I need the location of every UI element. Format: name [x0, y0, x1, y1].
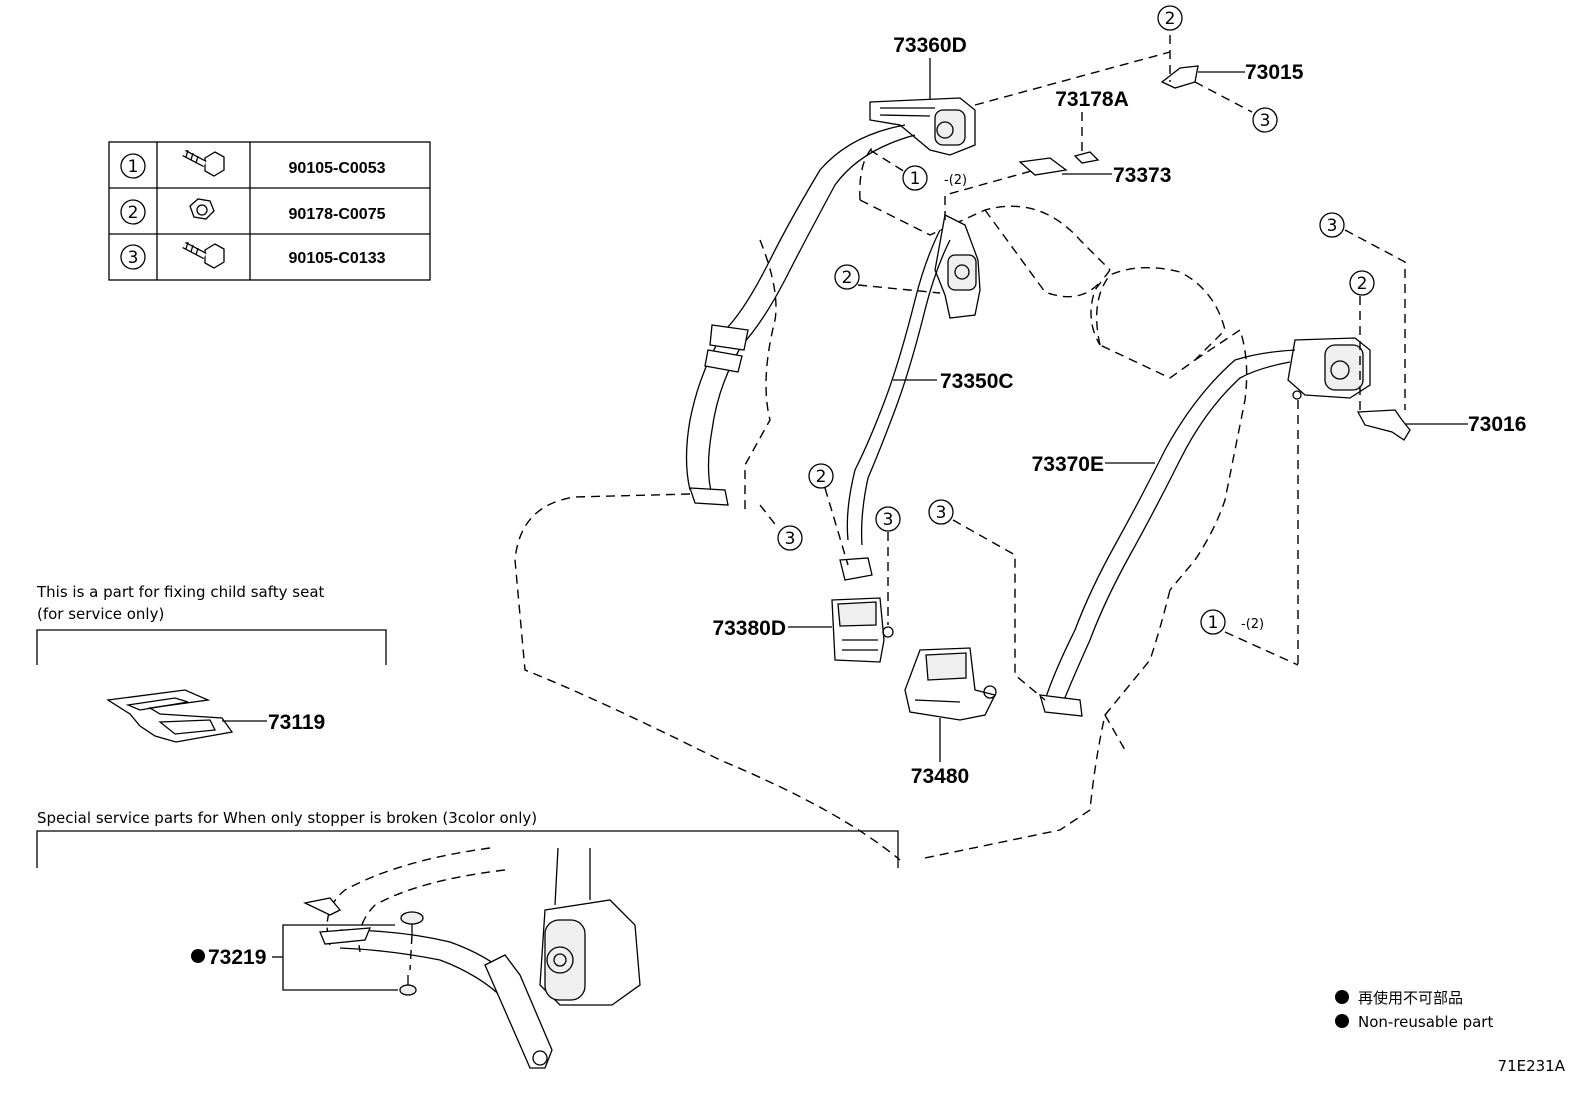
- child-seat-note-line2: (for service only): [37, 605, 164, 623]
- callout-2-center-text: 2: [842, 268, 853, 288]
- legend-marker-jp: [1335, 990, 1349, 1004]
- callout-1-a: [902, 165, 928, 191]
- label-73219: 73219: [208, 946, 266, 969]
- bolt-icon: [182, 241, 225, 269]
- rear-seat-outline: [514, 144, 1248, 861]
- callout-3-buckle-text: 3: [883, 510, 894, 530]
- part-73380D-buckle[interactable]: [831, 597, 894, 663]
- fastener-part-2: 90178-C0075: [289, 206, 386, 223]
- callout-2-center: [834, 264, 860, 290]
- legend-en: Non-reusable part: [1358, 1013, 1493, 1031]
- label-73350C: 73350C: [940, 370, 1014, 393]
- part-73016-bracket[interactable]: [1356, 409, 1411, 441]
- label-73480: 73480: [911, 765, 969, 788]
- callout-2-top: [1157, 5, 1183, 31]
- label-73360D: 73360D: [893, 34, 967, 57]
- label-73373: 73373: [1113, 164, 1171, 187]
- part-73119-plate[interactable]: [106, 689, 234, 743]
- part-leaders: [788, 58, 1468, 628]
- stopper-section: Special service parts for When only stop…: [36, 809, 899, 1069]
- part-73370E-belt[interactable]: [1039, 349, 1296, 717]
- child-seat-note-line1: This is a part for fixing child safty se…: [36, 583, 325, 601]
- label-73016: 73016: [1468, 413, 1526, 436]
- leader-lines: [759, 35, 1406, 701]
- label-73015: 73015: [1245, 61, 1304, 84]
- fastener-row-1: 1 90105-C0053: [120, 149, 386, 179]
- part-73219-stopper[interactable]: [399, 911, 424, 996]
- callout-2-right-text: 2: [1357, 274, 1368, 294]
- callout-3-top-text: 3: [1260, 111, 1271, 131]
- part-73350C-retractor[interactable]: [934, 214, 981, 319]
- non-reusable-marker: [191, 949, 205, 963]
- callout-1-b-text: 1: [1208, 613, 1219, 633]
- stopper-belt-illustration: [302, 847, 641, 1069]
- bolt-icon: [182, 149, 225, 177]
- legend: 再使用不可部品 Non-reusable part: [1335, 989, 1493, 1031]
- callout-3-buckle: [875, 506, 901, 532]
- fastener-part-1: 90105-C0053: [289, 160, 386, 177]
- callout-3-mid-text: 3: [936, 503, 947, 523]
- callout-2-buckle-text: 2: [816, 467, 827, 487]
- callout-3-left: [777, 525, 803, 551]
- fastener-row-3: 3 90105-C0133: [120, 241, 386, 270]
- fastener-row-2: 2 90178-C0075: [120, 198, 386, 225]
- part-73015-bracket[interactable]: [1160, 65, 1199, 89]
- label-73178A: 73178A: [1055, 88, 1129, 111]
- part-73178A-clip[interactable]: [1073, 151, 1100, 164]
- part-73360D-belt[interactable]: [685, 124, 916, 506]
- callout-3-left-text: 3: [785, 529, 796, 549]
- fastener-part-3: 90105-C0133: [289, 250, 386, 267]
- diagram-id: 71E231A: [1498, 1057, 1566, 1075]
- callout-2-right: [1349, 270, 1375, 296]
- legend-marker-en: [1335, 1014, 1349, 1028]
- callout-1-a-text: 1: [910, 169, 921, 189]
- callout-3-right: [1319, 212, 1345, 238]
- callout-3-right-text: 3: [1327, 216, 1338, 236]
- child-seat-section: This is a part for fixing child safty se…: [36, 583, 387, 743]
- stopper-note: Special service parts for When only stop…: [37, 809, 537, 827]
- part-73350C-belt[interactable]: [839, 229, 951, 581]
- label-73119: 73119: [268, 711, 325, 734]
- part-73480-buckle[interactable]: [904, 647, 997, 721]
- qty-label-1: -(2): [944, 173, 967, 188]
- fastener-num-2: 2: [128, 203, 139, 223]
- callout-3-top: [1252, 107, 1278, 133]
- part-73360D-retractor[interactable]: [869, 97, 976, 156]
- fastener-num-1: 1: [128, 157, 139, 177]
- label-73370E: 73370E: [1032, 453, 1104, 476]
- nut-icon: [189, 198, 215, 220]
- fastener-table: 1 90105-C0053 2 90178-C0075 3: [108, 141, 431, 281]
- qty-label-2: -(2): [1241, 617, 1264, 632]
- callout-2-top-text: 2: [1165, 9, 1176, 29]
- label-73380D: 73380D: [712, 617, 786, 640]
- legend-jp: 再使用不可部品: [1358, 989, 1463, 1007]
- part-73370E-retractor[interactable]: [1287, 337, 1371, 400]
- callout-2-buckle: [808, 463, 834, 489]
- fastener-num-3: 3: [128, 248, 139, 268]
- callout-3-mid: [928, 499, 954, 525]
- callout-1-b: [1200, 609, 1226, 635]
